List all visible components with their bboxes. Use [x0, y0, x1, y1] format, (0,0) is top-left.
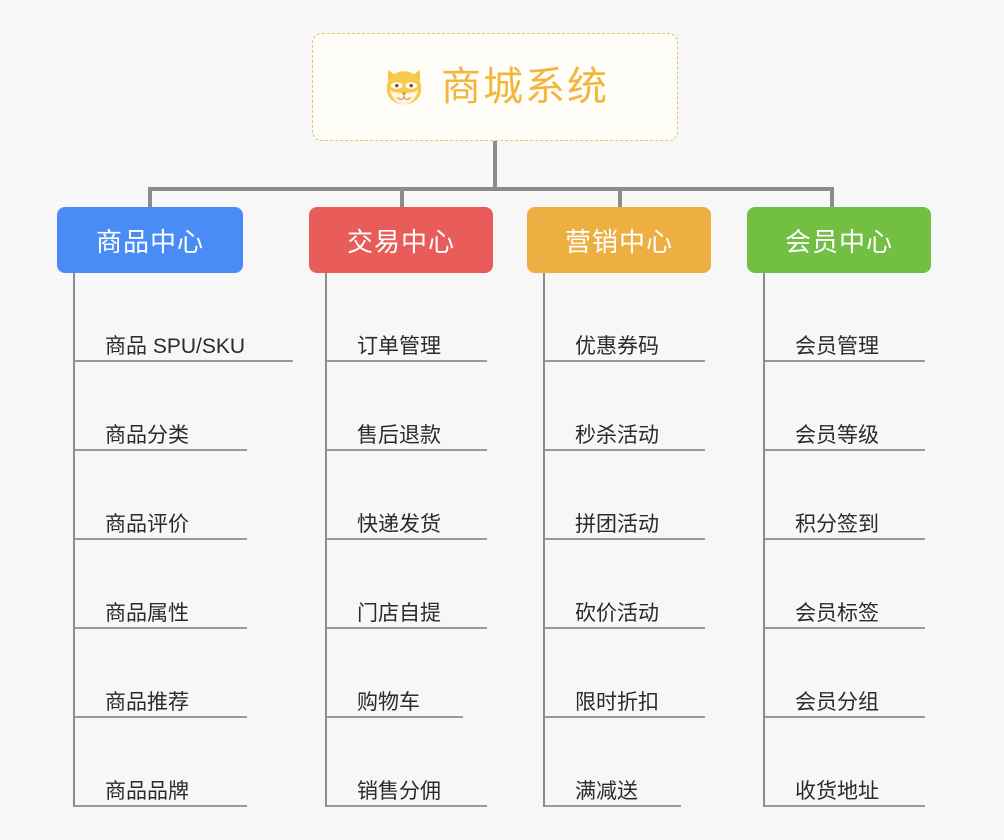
connector-drop-3 [618, 187, 622, 209]
branch-item-label: 会员等级 [795, 423, 879, 447]
branch-header-product[interactable]: 商品中心 [57, 207, 243, 273]
branch-header-trade[interactable]: 交易中心 [309, 207, 493, 273]
branch-item-rule [327, 627, 487, 629]
branch-item[interactable]: 商品分类 [75, 362, 247, 451]
branch-item-rule [765, 627, 925, 629]
branch-item-rule [327, 805, 487, 807]
root-node[interactable]: 商城系统 [312, 33, 678, 141]
branch-item[interactable]: 秒杀活动 [545, 362, 711, 451]
branch-items-trade: 订单管理售后退款快递发货门店自提购物车销售分佣 [325, 273, 493, 807]
branch-item-label: 快递发货 [357, 512, 441, 536]
branch-item[interactable]: 售后退款 [327, 362, 493, 451]
branch-item[interactable]: 收货地址 [765, 718, 931, 807]
root-title: 商城系统 [441, 65, 609, 109]
branch-item-label: 商品属性 [105, 601, 189, 625]
branch-item-label: 积分签到 [795, 512, 879, 536]
branch-item-label: 门店自提 [357, 601, 441, 625]
branch-item-label: 砍价活动 [575, 601, 659, 625]
branch-item[interactable]: 会员管理 [765, 273, 931, 362]
branch-item-label: 优惠券码 [575, 334, 659, 358]
branch-item[interactable]: 会员标签 [765, 540, 931, 629]
connector-drop-4 [830, 187, 834, 209]
connector-drop-2 [400, 187, 404, 209]
branch-item-label: 订单管理 [357, 334, 441, 358]
branch-item-label: 商品推荐 [105, 690, 189, 714]
branch-item[interactable]: 订单管理 [327, 273, 493, 362]
branch-item-rule [765, 360, 925, 362]
branch-item-rule [765, 805, 925, 807]
branch-item-label: 会员分组 [795, 690, 879, 714]
branch-item-rule [765, 538, 925, 540]
branch-items-marketing: 优惠券码秒杀活动拼团活动砍价活动限时折扣满减送 [543, 273, 711, 807]
branch-item-rule [327, 449, 487, 451]
branch-item-rule [327, 538, 487, 540]
branch-item-rule [545, 627, 705, 629]
branch-item-rule [545, 716, 705, 718]
branch-item-label: 商品 SPU/SKU [105, 334, 246, 358]
connector-bus [148, 187, 834, 191]
branch-column-marketing: 营销中心 优惠券码秒杀活动拼团活动砍价活动限时折扣满减送 [527, 207, 711, 807]
branch-item-rule [545, 449, 705, 451]
branch-item[interactable]: 优惠券码 [545, 273, 711, 362]
shiba-dog-face-icon [386, 69, 422, 105]
branch-item[interactable]: 会员分组 [765, 629, 931, 718]
branch-item-rule [327, 716, 463, 718]
branch-item-label: 会员标签 [795, 601, 879, 625]
branch-item[interactable]: 积分签到 [765, 451, 931, 540]
branch-item-label: 购物车 [357, 690, 420, 714]
branch-item[interactable]: 商品推荐 [75, 629, 247, 718]
branch-item-rule [765, 716, 925, 718]
branch-item-rule [75, 627, 247, 629]
branch-header-member[interactable]: 会员中心 [747, 207, 931, 273]
branch-item[interactable]: 砍价活动 [545, 540, 711, 629]
branch-item-rule [75, 360, 293, 362]
branch-item-label: 销售分佣 [357, 779, 441, 803]
branch-item-label: 限时折扣 [575, 690, 659, 714]
branch-item-label: 拼团活动 [575, 512, 659, 536]
branch-column-member: 会员中心 会员管理会员等级积分签到会员标签会员分组收货地址 [747, 207, 931, 807]
branch-item-rule [545, 805, 681, 807]
branch-item[interactable]: 快递发货 [327, 451, 493, 540]
branch-column-trade: 交易中心 订单管理售后退款快递发货门店自提购物车销售分佣 [309, 207, 493, 807]
branch-item-rule [75, 449, 247, 451]
branch-item-rule [75, 805, 247, 807]
branch-item[interactable]: 会员等级 [765, 362, 931, 451]
branch-item[interactable]: 门店自提 [327, 540, 493, 629]
branch-item-label: 会员管理 [795, 334, 879, 358]
branch-item-label: 商品分类 [105, 423, 189, 447]
branch-item[interactable]: 购物车 [327, 629, 493, 718]
branch-item[interactable]: 销售分佣 [327, 718, 493, 807]
connector-drop-1 [148, 187, 152, 209]
branch-item-rule [545, 360, 705, 362]
branch-item-label: 商品评价 [105, 512, 189, 536]
branch-item-label: 商品品牌 [105, 779, 189, 803]
branch-item-rule [765, 449, 925, 451]
branch-item-rule [75, 538, 247, 540]
branch-item-label: 秒杀活动 [575, 423, 659, 447]
branch-item[interactable]: 满减送 [545, 718, 711, 807]
branch-item-label: 满减送 [575, 779, 638, 803]
branch-item[interactable]: 商品品牌 [75, 718, 247, 807]
branch-items-product: 商品 SPU/SKU 商品分类商品评价商品属性商品推荐商品品牌 [73, 273, 293, 807]
connector-stem [493, 141, 497, 189]
branch-item[interactable]: 商品 SPU/SKU [75, 273, 293, 362]
branch-items-member: 会员管理会员等级积分签到会员标签会员分组收货地址 [763, 273, 931, 807]
branch-item[interactable]: 商品属性 [75, 540, 247, 629]
branch-item-rule [327, 360, 487, 362]
branch-item-rule [75, 716, 247, 718]
branch-item-rule [545, 538, 705, 540]
branch-item[interactable]: 商品评价 [75, 451, 247, 540]
branch-item-label: 售后退款 [357, 423, 441, 447]
branch-item[interactable]: 限时折扣 [545, 629, 711, 718]
branch-item-label: 收货地址 [795, 779, 879, 803]
branch-item[interactable]: 拼团活动 [545, 451, 711, 540]
branch-header-marketing[interactable]: 营销中心 [527, 207, 711, 273]
branch-column-product: 商品中心 商品 SPU/SKU 商品分类商品评价商品属性商品推荐商品品牌 [57, 207, 293, 807]
